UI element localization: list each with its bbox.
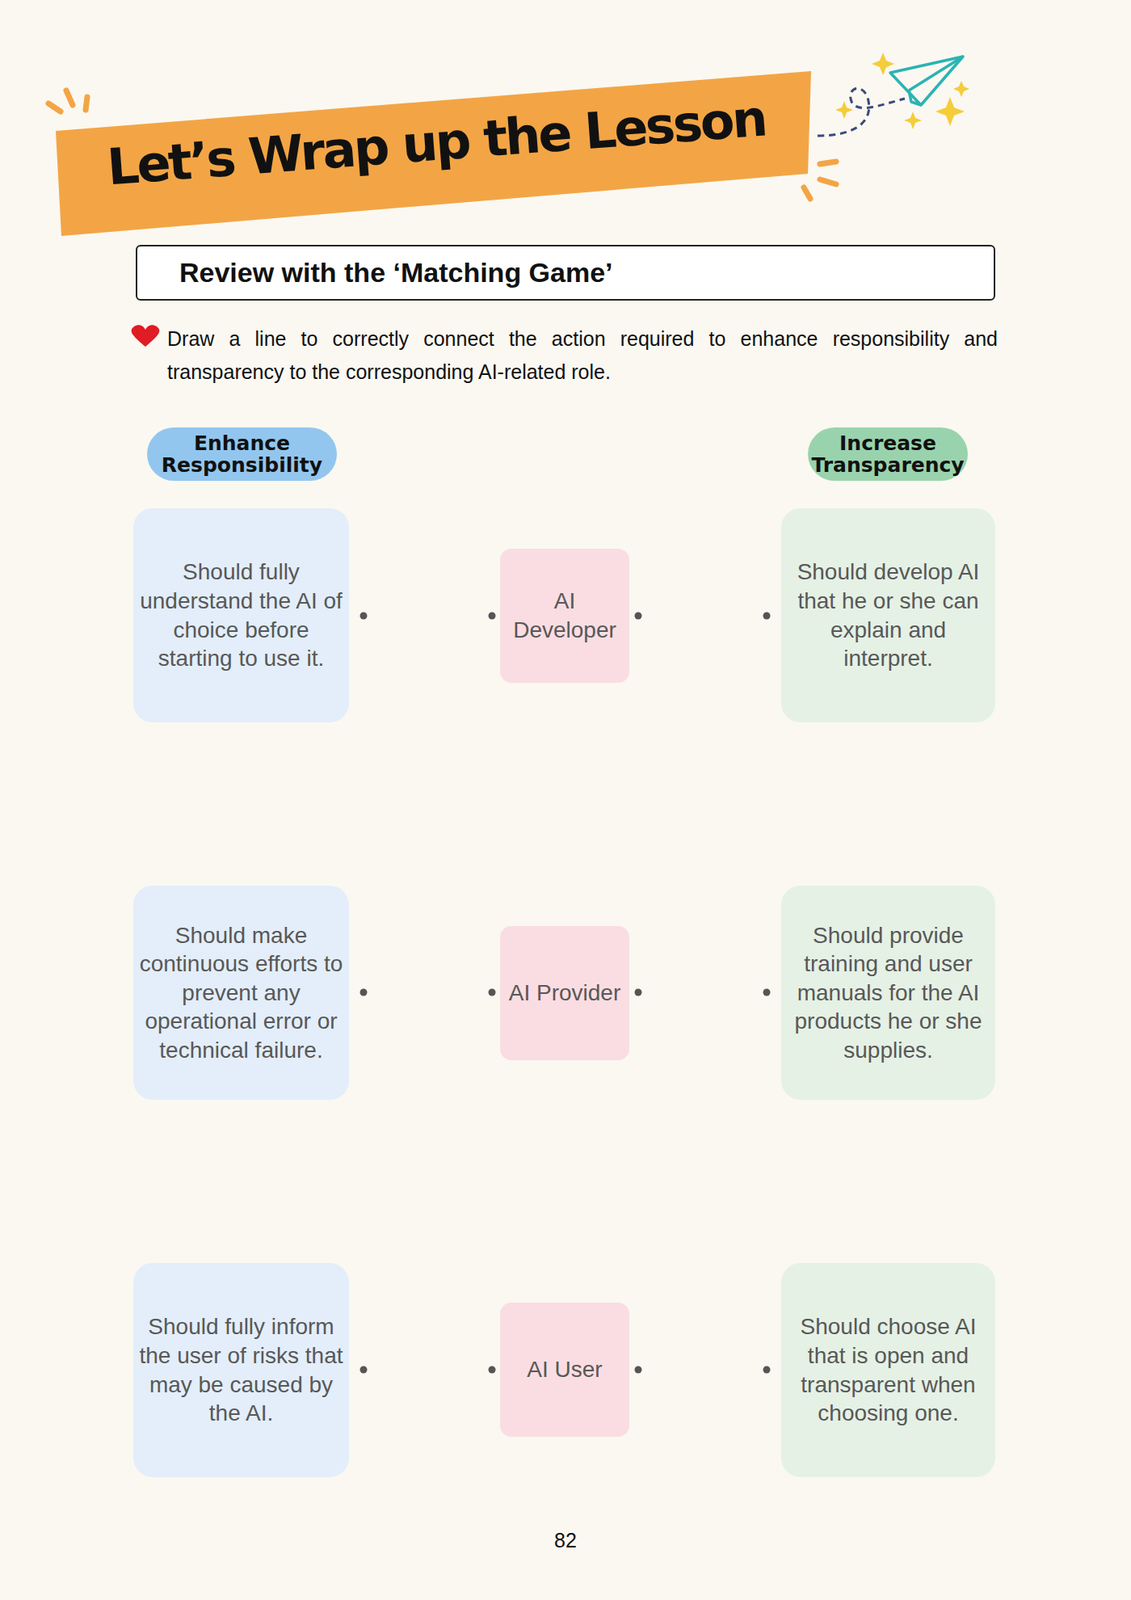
match-dots xyxy=(360,612,771,1374)
node-text: Should choose AI that is open and transp… xyxy=(786,1311,991,1427)
transparency-box: Should choose AI that is open and transp… xyxy=(781,1262,996,1477)
transparency-box: Should develop AI that he or she can exp… xyxy=(781,508,996,723)
responsibility-box: Should make continuous efforts to preven… xyxy=(133,885,349,1100)
node-text: AI Developer xyxy=(504,586,625,644)
sparkles xyxy=(835,52,970,130)
node-text: Should make continuous efforts to preven… xyxy=(138,920,345,1065)
section-heading-box: Review with the ‘Matching Game’ xyxy=(135,244,996,301)
node-text: AI User xyxy=(526,1354,602,1384)
node-text: Should fully inform the user of risks th… xyxy=(138,1311,345,1427)
transparency-box: Should provide training and user manuals… xyxy=(781,885,996,1100)
title-banner xyxy=(55,71,812,236)
node-text: Review with the ‘Matching Game’ xyxy=(179,256,614,289)
category-pill: Increase Transparency xyxy=(807,427,968,481)
node-text: AI Provider xyxy=(508,978,622,1008)
category-pill: Enhance Responsibility xyxy=(147,427,337,481)
flight-path xyxy=(817,88,905,136)
responsibility-box: Should fully inform the user of risks th… xyxy=(133,1262,349,1477)
role-box: AI Provider xyxy=(500,925,630,1060)
node-text: Enhance Responsibility xyxy=(155,432,329,477)
role-box: AI User xyxy=(500,1302,630,1437)
role-box: AI Developer xyxy=(500,548,630,683)
paper-plane xyxy=(890,56,963,106)
node-text: Should develop AI that he or she can exp… xyxy=(786,557,991,673)
node-text: Should fully understand the AI of choice… xyxy=(138,557,345,673)
node-text: Should provide training and user manuals… xyxy=(786,920,991,1065)
instruction-text: Draw a line to correctly connect the act… xyxy=(167,322,998,388)
heart-icon xyxy=(131,324,160,347)
responsibility-box: Should fully understand the AI of choice… xyxy=(133,508,349,723)
page-number: 82 xyxy=(525,1528,606,1552)
node-text: Increase Transparency xyxy=(811,432,964,477)
